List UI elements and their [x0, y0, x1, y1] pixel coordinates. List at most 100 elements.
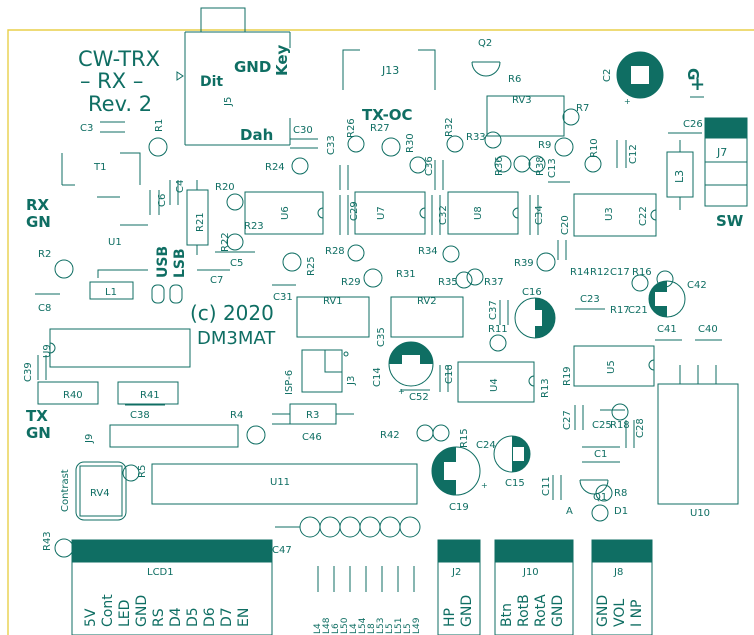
svg-text:J2: J2	[451, 567, 461, 578]
svg-text:C28: C28	[635, 418, 646, 438]
svg-text:R37: R37	[484, 277, 504, 288]
tx-gn-label: TX GN	[26, 407, 51, 442]
svg-text:TX: TX	[26, 407, 48, 425]
resistor-r21: R21	[186, 180, 209, 255]
inductor-ref-label: L48	[322, 617, 332, 634]
svg-text:C46: C46	[302, 432, 322, 443]
svg-text:U11: U11	[270, 477, 290, 488]
svg-text:J5: J5	[223, 97, 234, 107]
svg-text:C37: C37	[488, 300, 499, 320]
svg-text:R43: R43	[42, 531, 53, 551]
svg-text:C25: C25	[592, 420, 612, 431]
svg-text:R22: R22	[220, 232, 231, 252]
svg-text:CW-TRX: CW-TRX	[78, 47, 160, 71]
j10-pin-label: GND	[550, 595, 566, 627]
svg-text:J8: J8	[613, 567, 623, 578]
lcd-pin-label: LED	[117, 600, 133, 627]
tx-oc-label: TX-OC	[362, 106, 413, 124]
trimmer-rv1: RV1	[296, 296, 370, 338]
svg-text:R23: R23	[244, 221, 264, 232]
switch-j7: J7	[704, 117, 748, 207]
lcd-connector-lcd1: LCD1	[71, 539, 273, 635]
ic-u7: U7	[354, 191, 426, 235]
connector-j10: J10	[494, 539, 574, 635]
svg-text:U1: U1	[108, 237, 122, 248]
lcd-pin-label: Cont	[100, 594, 116, 627]
pad-r26	[347, 135, 365, 153]
svg-text:C19: C19	[449, 502, 469, 513]
svg-text:– RX –: – RX –	[80, 69, 143, 93]
rx-gn-label: RX GN	[26, 196, 51, 231]
svg-text:RX: RX	[26, 196, 50, 214]
svg-text:C42: C42	[687, 280, 707, 291]
svg-text:LCD1: LCD1	[147, 567, 174, 578]
svg-text:C3: C3	[80, 123, 93, 134]
key-jack-j5: Dit GND Key Dah J5	[184, 7, 291, 146]
svg-text:R38: R38	[535, 156, 546, 176]
svg-text:R20: R20	[215, 182, 235, 193]
svg-text:R15: R15	[459, 428, 470, 448]
j2-pin-label: HP	[442, 608, 458, 627]
svg-text:+: +	[481, 481, 488, 490]
svg-text:R24: R24	[265, 162, 285, 173]
svg-text:C5: C5	[230, 258, 243, 269]
svg-text:R32: R32	[444, 117, 455, 137]
copyright-block: (c) 2020 DM3MAT	[190, 301, 276, 349]
svg-text:C22: C22	[638, 206, 649, 226]
triangle-marker-icon	[176, 71, 184, 81]
board-title: CW-TRX – RX – Rev. 2	[78, 47, 160, 116]
svg-text:L1: L1	[105, 287, 117, 298]
svg-text:C38: C38	[130, 410, 150, 421]
inductor-ref-label: L49	[412, 617, 422, 634]
svg-text:C8: C8	[38, 303, 51, 314]
svg-text:R36: R36	[494, 156, 505, 176]
lcd-pin-label: EN	[236, 608, 252, 627]
svg-text:G: G	[684, 68, 702, 80]
svg-text:C12: C12	[628, 144, 639, 164]
ic-u11: U11	[151, 463, 418, 505]
svg-text:R2: R2	[38, 249, 51, 260]
inductor-ref-label: L51	[394, 618, 404, 634]
svg-text:C52: C52	[409, 392, 429, 403]
ic-u6: U6	[244, 191, 324, 235]
contrast-label: Contrast	[60, 469, 71, 512]
ref-r6: R6	[508, 74, 521, 85]
inductor-ref-label: L5	[403, 623, 413, 634]
svg-text:C40: C40	[698, 324, 718, 335]
pad-r30	[409, 156, 427, 174]
pad-r9	[554, 137, 574, 157]
svg-text:J9: J9	[84, 434, 95, 444]
inductor-ref-label: L6	[331, 623, 341, 634]
svg-text:C4: C4	[175, 180, 186, 193]
svg-text:+: +	[624, 97, 631, 106]
svg-text:R9: R9	[538, 140, 551, 151]
svg-text:J13: J13	[381, 64, 399, 77]
svg-text:C36: C36	[424, 156, 435, 176]
inductor-ref-label: L8	[367, 623, 377, 634]
svg-text:R31: R31	[396, 269, 416, 280]
svg-text:LSB: LSB	[172, 248, 188, 278]
svg-text:GN: GN	[26, 424, 51, 442]
lcd-pin-label: D4	[168, 607, 184, 627]
svg-text:C34: C34	[534, 205, 545, 225]
svg-text:C32: C32	[438, 205, 449, 225]
svg-text:C17: C17	[610, 267, 630, 278]
svg-text:D1: D1	[614, 506, 628, 517]
inductor-ref-label: L4	[349, 623, 359, 634]
svg-text:C35: C35	[376, 327, 387, 347]
svg-text:C16: C16	[522, 287, 542, 298]
resistor-r40	[37, 381, 99, 405]
capacitor-c19: C19 +	[431, 446, 488, 513]
board-outline	[7, 29, 754, 635]
capacitor-c42: C42	[648, 280, 707, 318]
svg-text:R26: R26	[346, 118, 357, 138]
svg-text:R4: R4	[230, 410, 243, 421]
svg-text:(c) 2020: (c) 2020	[190, 301, 274, 325]
g-plus-label: G +	[684, 68, 705, 95]
inductor-ref-label: L5	[385, 623, 395, 634]
svg-text:C7: C7	[210, 275, 223, 286]
inductor-ref-label: L54	[358, 617, 368, 634]
svg-text:R14: R14	[570, 267, 590, 278]
